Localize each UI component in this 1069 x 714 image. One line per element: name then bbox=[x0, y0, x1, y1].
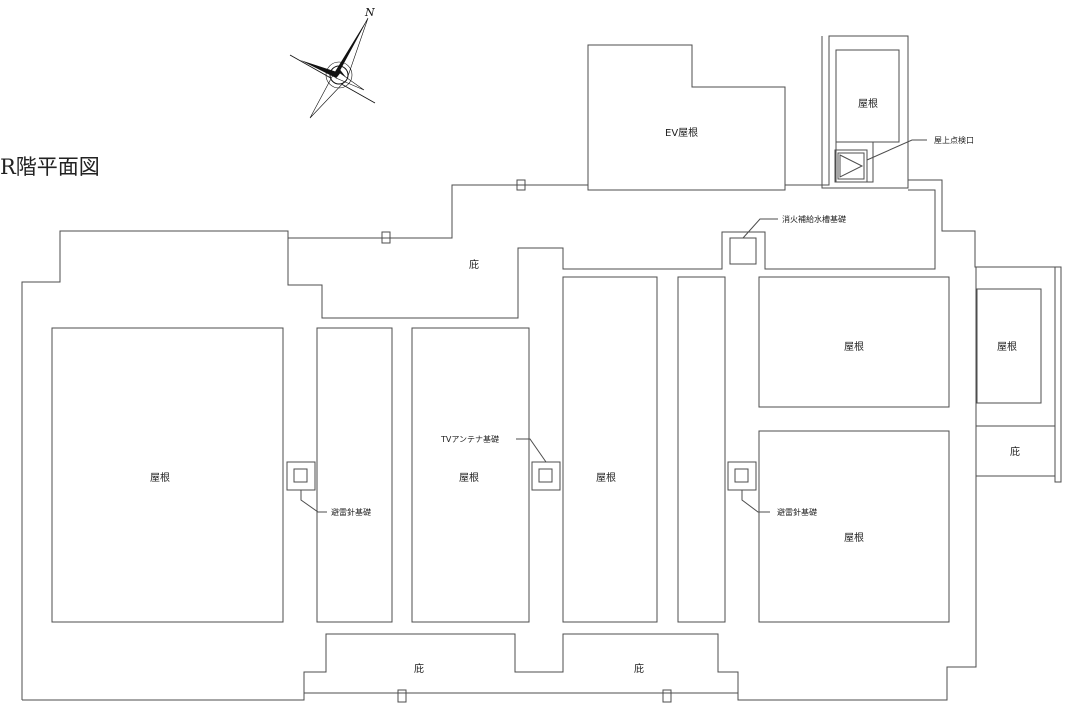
label-eaves-bottom-right: 庇 bbox=[634, 662, 644, 675]
label-ev-roof: EV屋根 bbox=[665, 126, 698, 139]
roof-center bbox=[411, 327, 530, 623]
label-lightning-right: 避雷針基礎 bbox=[777, 507, 817, 517]
label-lightning-left: 避雷針基礎 bbox=[331, 507, 371, 517]
roof-strip-left bbox=[316, 327, 393, 623]
label-roof-left: 屋根 bbox=[150, 471, 170, 484]
label-roof-center: 屋根 bbox=[459, 471, 479, 484]
inspection-hatch-icon bbox=[834, 149, 868, 183]
label-eaves-bottom-left: 庇 bbox=[414, 662, 424, 675]
tank-base-icon bbox=[729, 237, 757, 265]
tv-antenna-base-icon bbox=[531, 461, 561, 491]
eaves-right bbox=[976, 425, 1056, 477]
roof-strip-right bbox=[677, 276, 726, 623]
ev-roof bbox=[587, 185, 786, 191]
lightning-rod-base-left-icon bbox=[286, 461, 316, 491]
eaves-upper bbox=[287, 189, 936, 319]
compass-north-label: N bbox=[364, 6, 375, 19]
lightning-rod-base-right-icon bbox=[727, 461, 757, 491]
label-tv-antenna: TVアンテナ基礎 bbox=[440, 434, 499, 444]
building-outline bbox=[21, 35, 1062, 701]
plan-title: R階平面図 bbox=[0, 155, 100, 179]
label-eaves-upper: 庇 bbox=[469, 258, 479, 271]
roof-far-right bbox=[976, 288, 1042, 404]
label-roof-right-lower: 屋根 bbox=[844, 531, 864, 544]
label-roof-top-right: 屋根 bbox=[858, 97, 878, 110]
roof-left bbox=[51, 327, 284, 623]
compass-icon: N bbox=[289, 6, 376, 119]
label-roof-far-right: 屋根 bbox=[997, 340, 1017, 353]
label-roof-right-upper: 屋根 bbox=[844, 340, 864, 353]
roof-top-right bbox=[835, 49, 900, 143]
roof-right-upper bbox=[758, 276, 950, 408]
label-inspection-hatch: 屋上点検口 bbox=[934, 135, 974, 145]
roof-center-2 bbox=[562, 276, 658, 623]
label-eaves-right: 庇 bbox=[1010, 445, 1020, 458]
roof-right-lower bbox=[758, 430, 950, 623]
label-tank-base: 消火補給水槽基礎 bbox=[782, 214, 846, 224]
label-roof-center2: 屋根 bbox=[596, 471, 616, 484]
